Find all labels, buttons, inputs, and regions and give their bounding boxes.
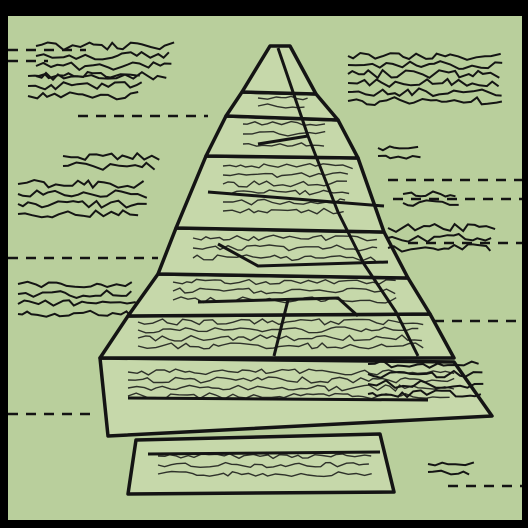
scribble-line xyxy=(17,189,148,199)
scribble-line xyxy=(242,120,326,127)
scribble-line xyxy=(347,60,503,70)
scribble-line xyxy=(242,142,325,147)
scribble-line xyxy=(367,379,484,389)
label-scribble xyxy=(402,190,459,207)
scribble-line xyxy=(367,389,482,399)
pyramid-tier-apex xyxy=(240,44,318,96)
side-labels xyxy=(17,41,503,476)
scribble-line xyxy=(192,254,377,262)
scribble-line xyxy=(222,162,353,170)
scribble-line xyxy=(17,209,139,219)
scribble-line xyxy=(402,190,456,198)
label-scribble xyxy=(27,70,143,101)
scribble-line xyxy=(387,232,492,244)
scribble-line xyxy=(192,234,377,242)
scribble-line xyxy=(35,61,172,72)
scribble-line xyxy=(222,189,350,196)
scribble-line xyxy=(192,244,378,252)
pyramid-tier-3 xyxy=(204,114,360,160)
pyramid-illustration xyxy=(8,16,522,520)
pyramid-tier-8 xyxy=(98,356,494,438)
scribble-line xyxy=(242,130,326,137)
scribble-line xyxy=(387,222,496,234)
label-scribble xyxy=(377,145,421,160)
scribble-line xyxy=(377,145,419,152)
scribble-line xyxy=(347,68,500,80)
scribble-line xyxy=(222,207,344,215)
scribble-line xyxy=(27,91,139,101)
scribble-line xyxy=(377,154,421,160)
scribble-line xyxy=(257,103,305,109)
scribble-line xyxy=(347,95,503,107)
scribble-line xyxy=(137,326,419,334)
pyramid-tier-4 xyxy=(174,154,386,234)
label-scribble xyxy=(367,359,484,399)
label-scribble xyxy=(17,280,136,318)
label-scribble xyxy=(427,461,475,476)
scribble-line xyxy=(17,299,136,307)
label-scribble xyxy=(35,41,175,82)
scribble-line xyxy=(17,178,145,190)
scribble-line xyxy=(427,461,475,467)
scribble-line xyxy=(367,369,483,379)
scribble-line xyxy=(347,87,502,98)
scribble-line xyxy=(222,180,348,188)
scribble-line xyxy=(27,70,140,80)
scribble-line xyxy=(27,81,143,91)
pyramid-inner-edges xyxy=(127,47,429,456)
scribble-line xyxy=(222,171,349,179)
label-scribble xyxy=(387,222,496,253)
scribble-line xyxy=(157,470,372,478)
scribble-line xyxy=(257,95,308,101)
scribble-line xyxy=(402,199,459,207)
scribble-line xyxy=(347,51,501,61)
label-scribble xyxy=(62,151,160,171)
scribble-line xyxy=(17,289,132,300)
scribble-line xyxy=(137,342,424,350)
scribble-line xyxy=(17,199,147,209)
scribble-line xyxy=(157,453,372,460)
pyramid-tier-5 xyxy=(156,226,410,280)
label-scribble xyxy=(347,51,503,107)
scribble-line xyxy=(172,278,396,286)
scribble-line xyxy=(35,50,170,61)
scribble-line xyxy=(17,309,133,318)
scribble-line xyxy=(35,41,175,52)
scribble-line xyxy=(127,376,455,384)
scribble-line xyxy=(157,461,369,469)
scribble-line xyxy=(137,334,422,342)
scribble-line xyxy=(137,318,424,326)
scribble-line xyxy=(17,280,133,289)
scribble-line xyxy=(223,198,346,206)
scribble-line xyxy=(347,77,500,89)
scribble-line xyxy=(172,296,397,304)
label-scribble xyxy=(17,178,148,219)
scribble-line xyxy=(387,243,492,253)
scribble-line xyxy=(427,469,470,476)
scribble-line xyxy=(62,161,156,171)
scribble-line xyxy=(367,359,479,369)
scribble-line xyxy=(35,70,167,82)
illustration-panel xyxy=(8,16,522,520)
scribble-line xyxy=(172,287,396,295)
scribble-line xyxy=(62,151,160,161)
